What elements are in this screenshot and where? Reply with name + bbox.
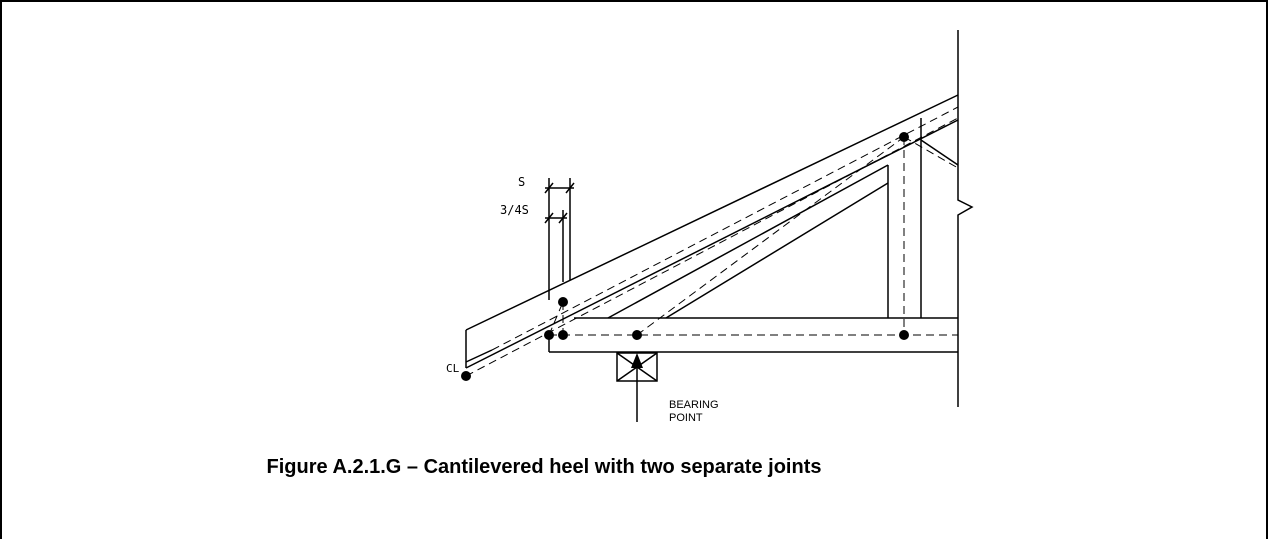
joint-dot	[899, 330, 909, 340]
centerline-label: CL	[446, 362, 460, 375]
web-diagonal-a	[607, 164, 889, 319]
dim-s-arrow-right	[565, 182, 575, 194]
dim-34s-label: 3/4S	[500, 203, 529, 217]
top-chord-reference	[465, 117, 959, 377]
top-chord-centerline	[491, 106, 959, 351]
bearing-label-line2: POINT	[669, 412, 703, 424]
web-diagonal-b	[665, 182, 889, 319]
dim-s-arrow-left	[544, 182, 554, 194]
centerline-leader	[465, 349, 493, 363]
top-chord-upper-edge	[465, 94, 959, 331]
bearing-arrowhead	[631, 353, 643, 368]
heel-joint-link-a	[548, 301, 564, 336]
bearing-label-line1: BEARING	[669, 399, 719, 411]
top-right-web-centerline	[903, 136, 959, 169]
dim-34s-arrow-left	[544, 212, 554, 224]
joint-dot	[632, 330, 642, 340]
figure-caption: Figure A.2.1.G – Cantilevered heel with …	[266, 456, 822, 478]
web-centerline	[636, 136, 905, 336]
joint-dot	[558, 330, 568, 340]
dim-s-label: S	[518, 175, 525, 189]
dim-34s-arrow-right	[558, 212, 568, 224]
joint-dot	[558, 297, 568, 307]
wall-line	[957, 30, 974, 407]
web-top-right	[920, 139, 959, 166]
joint-dot	[899, 132, 909, 142]
joint-dot	[461, 371, 471, 381]
joint-dot	[544, 330, 554, 340]
